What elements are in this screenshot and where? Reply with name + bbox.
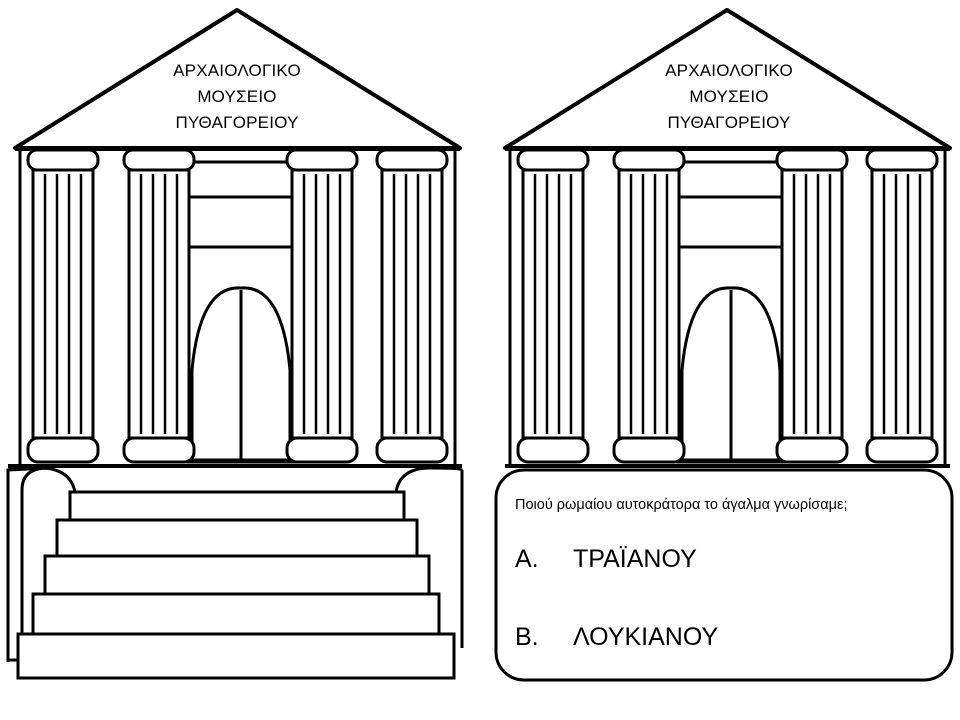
left-title-line-2: ΜΟΥΣΕΙΟ (197, 87, 277, 106)
right-column-1 (516, 148, 590, 464)
right-museum-title: ΑΡΧΑΙΟΛΟΓΙΚΟ ΜΟΥΣΕΙΟ ΠΥΘΑΓΟΡΕΙΟΥ (629, 58, 829, 136)
left-museum-title: ΑΡΧΑΙΟΛΟΓΙΚΟ ΜΟΥΣΕΙΟ ΠΥΘΑΓΟΡΕΙΟΥ (137, 58, 337, 136)
left-column-3 (285, 148, 359, 464)
left-column-2 (122, 148, 196, 464)
quiz-box (494, 468, 954, 682)
quiz-option-b-letter: Β. (515, 623, 539, 651)
quiz-option-a-text: ΤΡΑΪΑΝΟΥ (573, 545, 697, 573)
right-title-line-3: ΠΥΘΑΓΟΡΕΙΟΥ (667, 113, 791, 132)
quiz-question: Ποιού ρωμαίου αυτοκράτορα το άγαλμα γνωρ… (515, 497, 848, 513)
right-doorway (676, 160, 788, 464)
left-doorway (186, 160, 298, 464)
quiz-option-a[interactable]: Α. ΤΡΑΪΑΝΟΥ (515, 545, 697, 574)
left-title-line-1: ΑΡΧΑΙΟΛΟΓΙΚΟ (173, 61, 301, 80)
quiz-option-a-letter: Α. (515, 545, 539, 573)
right-title-line-2: ΜΟΥΣΕΙΟ (689, 87, 769, 106)
right-title-line-1: ΑΡΧΑΙΟΛΟΓΙΚΟ (665, 61, 793, 80)
right-column-3 (775, 148, 849, 464)
left-steps (6, 464, 464, 680)
right-column-2 (612, 148, 686, 464)
left-column-4 (375, 148, 449, 464)
quiz-option-b-text: ΛΟΥΚΙΑΝΟΥ (573, 623, 719, 651)
left-title-line-3: ΠΥΘΑΓΟΡΕΙΟΥ (175, 113, 299, 132)
quiz-option-b[interactable]: Β. ΛΟΥΚΙΑΝΟΥ (515, 623, 718, 652)
left-column-1 (26, 148, 100, 464)
right-column-4 (865, 148, 939, 464)
right-temple (494, 8, 954, 682)
left-temple (6, 8, 464, 680)
